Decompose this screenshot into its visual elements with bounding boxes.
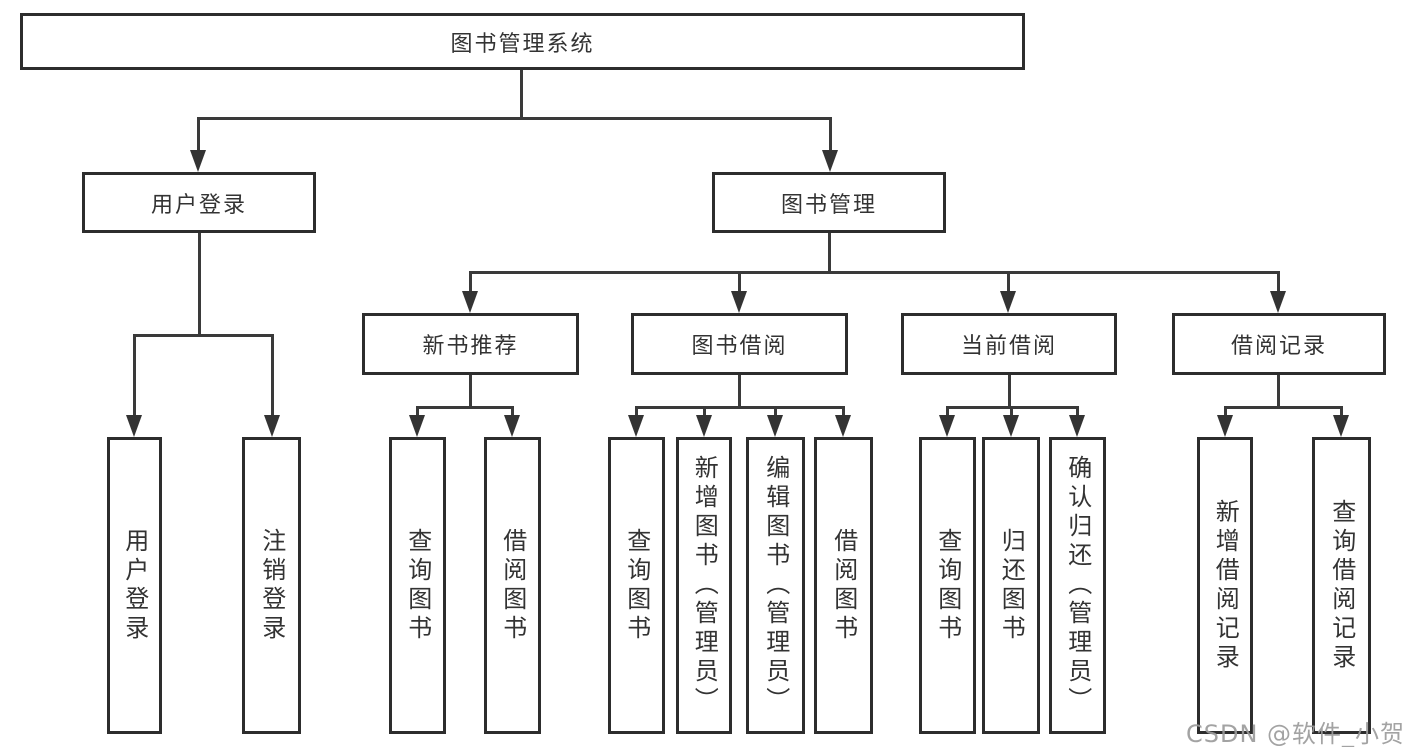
node-book-management: 图书管理 <box>712 172 946 233</box>
connector-arrow-stem <box>773 407 777 419</box>
node-label: 新增图书（管理员） <box>690 455 719 716</box>
connector-line <box>1007 375 1011 408</box>
connector-arrow-stem <box>415 407 419 419</box>
connector-line <box>1276 375 1280 408</box>
connector-arrow-stem <box>945 407 949 419</box>
node-current-borrow: 当前借阅 <box>901 313 1117 375</box>
arrow-down-icon <box>1000 291 1016 313</box>
connector-arrow-stem <box>1339 407 1343 419</box>
connector-arrow-stem <box>1009 407 1013 419</box>
node-label: 当前借阅 <box>960 334 1057 359</box>
connector-arrow-stem <box>1006 272 1010 295</box>
node-user-login-group: 用户登录 <box>82 172 316 233</box>
node-label: 新书推荐 <box>422 334 519 359</box>
arrow-down-icon <box>696 415 712 437</box>
connector-line <box>468 270 1280 274</box>
node-label: 用户登录 <box>120 527 149 644</box>
node-query-books-3: 查询图书 <box>919 437 976 734</box>
connector-line <box>827 233 831 273</box>
arrow-down-icon <box>1270 291 1286 313</box>
connector-arrow-stem <box>270 335 274 419</box>
node-logout-login: 注销登录 <box>242 437 301 734</box>
connector-line <box>634 405 845 409</box>
connector-line <box>415 405 514 409</box>
connector-line <box>1223 405 1343 409</box>
node-label: 查询图书 <box>933 527 962 644</box>
connector-arrow-stem <box>841 407 845 419</box>
connector-arrow-stem <box>510 407 514 419</box>
connector-line <box>197 233 201 336</box>
arrow-down-icon <box>1003 415 1019 437</box>
arrow-down-icon <box>767 415 783 437</box>
connector-arrow-stem <box>132 335 136 419</box>
node-return-books: 归还图书 <box>982 437 1040 734</box>
node-label: 用户登录 <box>150 192 247 218</box>
node-label: 借阅图书 <box>498 527 527 644</box>
node-edit-books-admin: 编辑图书（管理员） <box>746 437 805 734</box>
arrow-down-icon <box>1333 415 1349 437</box>
connector-line <box>519 70 523 120</box>
arrow-down-icon <box>126 415 142 437</box>
node-label: 图书管理系统 <box>450 31 595 57</box>
arrow-down-icon <box>822 150 838 172</box>
node-user-login: 用户登录 <box>107 437 162 734</box>
arrow-down-icon <box>1217 415 1233 437</box>
node-query-books-1: 查询图书 <box>389 437 446 734</box>
arrow-down-icon <box>939 415 955 437</box>
connector-line <box>737 375 741 408</box>
connector-arrow-stem <box>196 118 200 154</box>
connector-line <box>132 333 274 337</box>
node-label: 查询借阅记录 <box>1327 498 1356 673</box>
node-add-borrow-record: 新增借阅记录 <box>1197 437 1253 734</box>
node-label: 图书借阅 <box>691 334 788 359</box>
connector-arrow-stem <box>1276 272 1280 295</box>
node-borrow-books-1: 借阅图书 <box>484 437 541 734</box>
node-confirm-return-admin: 确认归还（管理员） <box>1049 437 1106 734</box>
node-borrow-records: 借阅记录 <box>1172 313 1386 375</box>
connector-arrow-stem <box>1075 407 1079 419</box>
node-label: 注销登录 <box>257 527 286 644</box>
node-borrow-books-2: 借阅图书 <box>814 437 873 734</box>
node-new-book-recommend: 新书推荐 <box>362 313 579 375</box>
connector-arrow-stem <box>828 118 832 154</box>
csdn-watermark: CSDN @软件_小贺同学 <box>1186 720 1405 747</box>
node-label: 借阅记录 <box>1230 334 1327 359</box>
node-label: 图书管理 <box>780 192 877 218</box>
arrow-down-icon <box>504 415 520 437</box>
node-label: 归还图书 <box>997 527 1026 644</box>
arrow-down-icon <box>835 415 851 437</box>
node-label: 新增借阅记录 <box>1211 498 1240 673</box>
connector-arrow-stem <box>1223 407 1227 419</box>
arrow-down-icon <box>264 415 280 437</box>
node-add-books-admin: 新增图书（管理员） <box>676 437 732 734</box>
connector-arrow-stem <box>702 407 706 419</box>
connector-line <box>468 375 472 408</box>
arrow-down-icon <box>731 291 747 313</box>
node-label: 查询图书 <box>403 527 432 644</box>
node-library-system: 图书管理系统 <box>20 13 1025 70</box>
node-query-borrow-record: 查询借阅记录 <box>1312 437 1371 734</box>
node-label: 确认归还（管理员） <box>1063 455 1092 716</box>
node-label: 编辑图书（管理员） <box>761 455 790 716</box>
connector-line <box>196 117 832 120</box>
node-label: 查询图书 <box>622 527 651 644</box>
arrow-down-icon <box>409 415 425 437</box>
arrow-down-icon <box>628 415 644 437</box>
node-label: 借阅图书 <box>829 527 858 644</box>
node-book-borrow: 图书借阅 <box>631 313 848 375</box>
connector-arrow-stem <box>634 407 638 419</box>
node-query-books-2: 查询图书 <box>608 437 665 734</box>
connector-arrow-stem <box>468 272 472 295</box>
arrow-down-icon <box>190 150 206 172</box>
arrow-down-icon <box>1069 415 1085 437</box>
connector-arrow-stem <box>737 272 741 295</box>
arrow-down-icon <box>462 291 478 313</box>
